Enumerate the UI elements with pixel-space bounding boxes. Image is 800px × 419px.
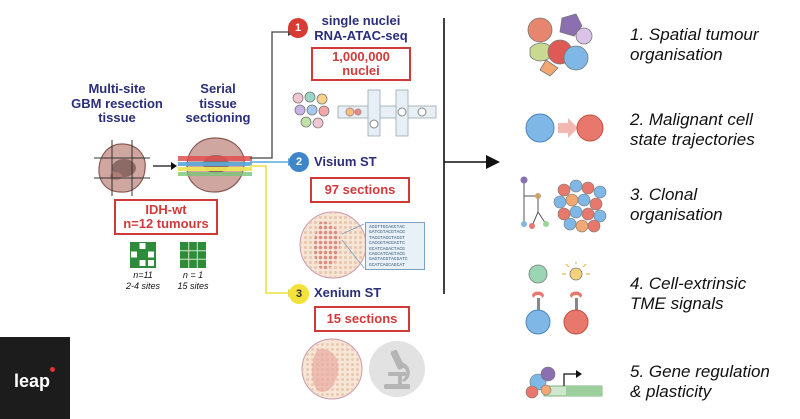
- microfluidics-illustration: [292, 89, 437, 137]
- tissue-grid-illustration: [94, 140, 150, 196]
- leap-logo: leap: [0, 337, 70, 419]
- gene-regulation-icon: [525, 366, 603, 399]
- outcome-3-label: 3. Clonal organisation: [630, 185, 723, 224]
- outcome-4-label: 4. Cell-extrinsic TME signals: [630, 274, 747, 313]
- cell-extrinsic-signal-icon: [525, 262, 590, 335]
- site-grid-b: [180, 242, 206, 268]
- cell-state-trajectory-icon: [525, 113, 604, 143]
- method-3-box: 15 sections: [314, 306, 410, 332]
- spatial-organisation-icon: [527, 13, 593, 77]
- method-3-badge: 3: [289, 284, 309, 304]
- clonal-tree-icon: [520, 176, 607, 233]
- outcome-divider-arrow: [443, 18, 500, 294]
- visium-array-illustration: [299, 211, 367, 279]
- site-grid-a: [130, 242, 156, 268]
- outcome-1-label: 1. Spatial tumour organisation: [630, 25, 759, 64]
- method-3-title: Xenium ST: [314, 285, 382, 300]
- microscope-icon: [369, 341, 425, 397]
- method-2-badge: 2: [289, 152, 309, 172]
- method-1-box: 1,000,000 nuclei: [311, 47, 411, 81]
- method-1-badge: 1: [288, 18, 308, 38]
- method-1-title: single nuclei RNA-ATAC-seq: [314, 13, 408, 43]
- xenium-array-illustration: [301, 338, 363, 400]
- outcome-2-label: 2. Malignant cell state trajectories: [630, 110, 755, 149]
- method-2-title: Visium ST: [314, 154, 377, 169]
- arrow-to-sectioning: [153, 162, 177, 170]
- cohort-box: IDH-wt n=12 tumours: [114, 199, 218, 235]
- grid-a-caption: n=11 2-4 sites: [125, 270, 160, 291]
- grid-b-caption: n = 1 15 sites: [177, 270, 209, 291]
- method-2-box: 97 sections: [310, 177, 410, 203]
- tissue-label: Multi-site GBM resection tissue: [71, 81, 163, 126]
- dna-sequence-panel: ACGTTGCAGCTAC GATCGTACGTACG TACGTACGTACG…: [365, 222, 425, 270]
- outcome-5-label: 5. Gene regulation & plasticity: [630, 362, 770, 401]
- serial-sections-illustration: [178, 137, 252, 193]
- logo-accent-dot: [50, 367, 55, 372]
- sectioning-label: Serial tissue sectioning: [185, 81, 251, 126]
